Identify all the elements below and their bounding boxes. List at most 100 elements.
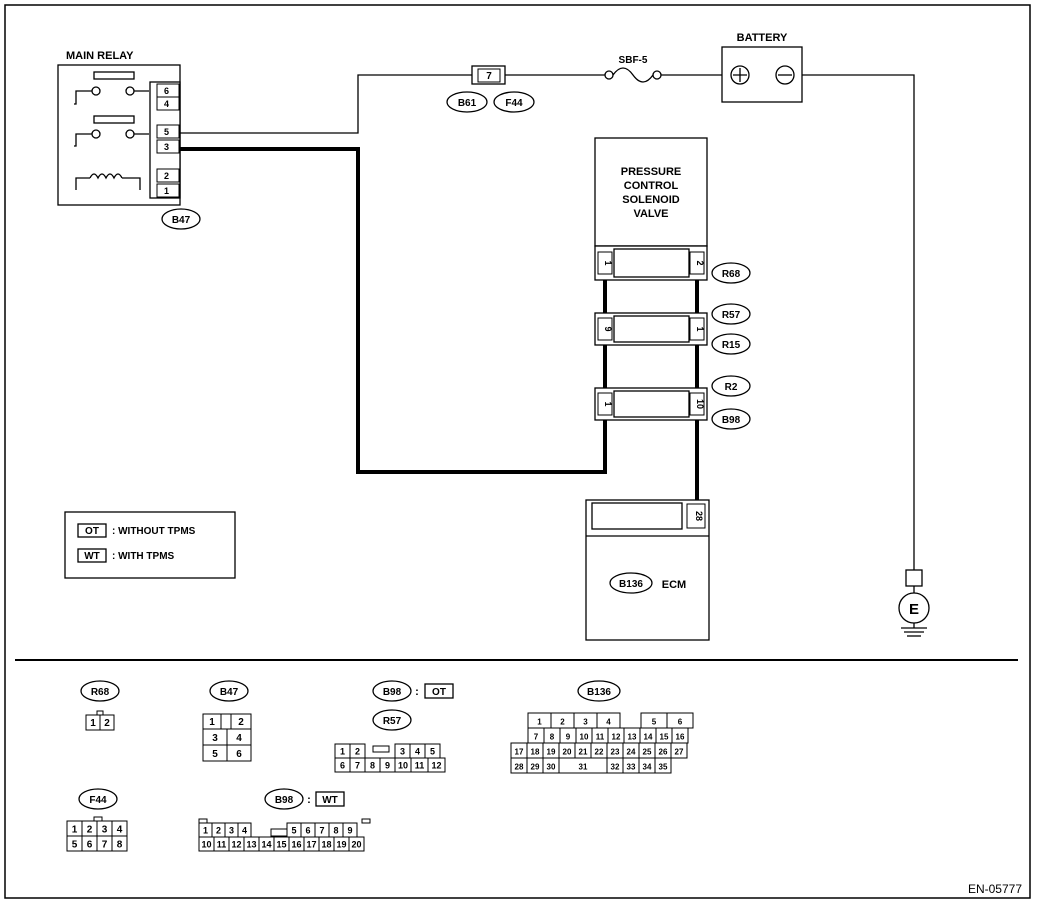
- wire-relay5-to-fuse: [180, 74, 472, 134]
- connector-pin-label: 2: [560, 718, 565, 727]
- legend-text-wt: : WITH TPMS: [112, 551, 175, 562]
- connector-label-r15: R15: [722, 340, 741, 351]
- connector-pin-label: 3: [583, 718, 588, 727]
- connector-pin-label: 18: [321, 840, 331, 850]
- connector-view-b47-label: B47: [220, 687, 239, 698]
- connector-view-r68: R68 1 2: [80, 680, 120, 731]
- solenoid-label-line-4: VALVE: [633, 208, 668, 220]
- connector-pin-label: 17: [306, 840, 316, 850]
- legend-box: [64, 511, 236, 579]
- connector-pin-label: 33: [627, 763, 636, 772]
- connector-badge-r15: [711, 333, 751, 355]
- connector-pin-label: 7: [319, 826, 324, 836]
- main-relay-pin-4: 4: [164, 99, 169, 109]
- connector-pin-label: 1: [537, 718, 542, 727]
- main-relay-pin-1: 1: [164, 186, 169, 196]
- connector-label-b47: B47: [172, 215, 191, 226]
- joint-r57-pin-left: 9: [603, 326, 613, 331]
- battery-label: BATTERY: [737, 32, 788, 44]
- connector-pin-label: 6: [678, 718, 683, 727]
- connector-pin-label: 12: [612, 733, 621, 742]
- solenoid-body: [594, 137, 708, 247]
- main-relay-pin-3: 3: [164, 142, 169, 152]
- connector-pin-label: 7: [355, 761, 360, 771]
- connector-badge-b61: [446, 91, 488, 113]
- connector-view-b98-ot-label: B98: [383, 687, 402, 698]
- svg-text::: :: [307, 794, 311, 806]
- connector-pin-label: 17: [515, 748, 524, 757]
- main-relay-pin-2: 2: [164, 171, 169, 181]
- main-relay-pin-5: 5: [164, 127, 169, 137]
- connector-pin-label: 6: [340, 761, 345, 771]
- connector-pin-label: 27: [675, 748, 684, 757]
- connector-view-r68-pin: 1: [90, 718, 96, 729]
- connector-pin-label: 7: [534, 733, 539, 742]
- connector-pin-label: 8: [370, 761, 375, 771]
- connector-pin-cell: [654, 757, 672, 774]
- connector-pin-label: 9: [566, 733, 571, 742]
- main-relay-title: MAIN RELAY: [66, 50, 134, 62]
- connector-pin-label: 8: [333, 826, 338, 836]
- connector-pin-label: 3: [400, 747, 405, 757]
- connector-pin-label: 14: [261, 840, 271, 850]
- connector-pin-label: 8: [550, 733, 555, 742]
- fuse-block: 7 B61 F44: [446, 65, 535, 113]
- connector-pin-label: 4: [415, 747, 420, 757]
- joint-r2-pin-right: 10: [695, 399, 705, 409]
- connector-pin-label: 4: [606, 718, 611, 727]
- connector-pin-label: 12: [431, 761, 441, 771]
- connector-label-b98: B98: [722, 415, 741, 426]
- connector-view-b47-pin: 1: [209, 717, 215, 728]
- connector-pin-label: 16: [291, 840, 301, 850]
- ecm-pin: 28: [694, 511, 704, 521]
- connector-view-r68-label: R68: [91, 687, 110, 698]
- connector-pin-label: 13: [628, 733, 637, 742]
- connector-pin-label: 2: [355, 747, 360, 757]
- connector-pin-label: 11: [217, 840, 227, 850]
- main-relay-pin-6: 6: [164, 86, 169, 96]
- connector-pin-label: 5: [291, 826, 296, 836]
- connector-pin-label: 5: [72, 840, 78, 851]
- connector-pin-label: 11: [596, 733, 605, 742]
- connector-pin-label: 3: [102, 825, 108, 836]
- connector-pin-label: 10: [580, 733, 589, 742]
- connector-pin-label: 1: [72, 825, 78, 836]
- connector-pin-label: 1: [340, 747, 345, 757]
- connector-pin-label: 18: [531, 748, 540, 757]
- battery-positive-icon: [730, 65, 750, 85]
- connector-pin-label: 9: [347, 826, 352, 836]
- connector-view-b47-pin: 2: [238, 717, 244, 728]
- connector-label-r57: R57: [722, 310, 741, 321]
- connector-pin-label: 5: [652, 718, 657, 727]
- connector-pin-cell: [348, 836, 365, 852]
- connector-badge-r2: [711, 375, 751, 397]
- connector-view-b47-pin: 6: [236, 749, 242, 760]
- document-code: EN-05777: [968, 882, 1022, 896]
- connector-pin-label: 3: [229, 826, 234, 836]
- connector-pin-label: 6: [305, 826, 310, 836]
- connector-pin-label: 32: [611, 763, 620, 772]
- solenoid-pin-right: 2: [695, 260, 705, 265]
- solenoid-pin-left: 1: [603, 260, 613, 265]
- connector-pin-label: 24: [627, 748, 636, 757]
- connector-pin-label: 15: [276, 840, 286, 850]
- connector-pin-label: 26: [659, 748, 668, 757]
- joint-r57-pin-right: 1: [695, 326, 705, 331]
- battery-negative-icon: [775, 65, 795, 85]
- diagram-frame: [4, 4, 1031, 899]
- connector-pin-label: 20: [563, 748, 572, 757]
- solenoid-label-line-2: CONTROL: [624, 180, 679, 192]
- connector-pin-label: 1: [203, 826, 208, 836]
- legend-code-wt: WT: [84, 551, 100, 562]
- connector-pin-label: 19: [547, 748, 556, 757]
- connector-pin-label: 21: [579, 748, 588, 757]
- connector-pin-label: 30: [547, 763, 556, 772]
- ecm: 28 B136 ECM: [585, 499, 710, 641]
- joint-r2-pin-left: 1: [603, 401, 613, 406]
- connector-pin-label: 34: [643, 763, 652, 772]
- main-relay: MAIN RELAY 6 4 5 3 2 1 B47: [57, 50, 201, 230]
- fuse-block-pin: 7: [486, 71, 492, 82]
- connector-pin-label: 14: [644, 733, 653, 742]
